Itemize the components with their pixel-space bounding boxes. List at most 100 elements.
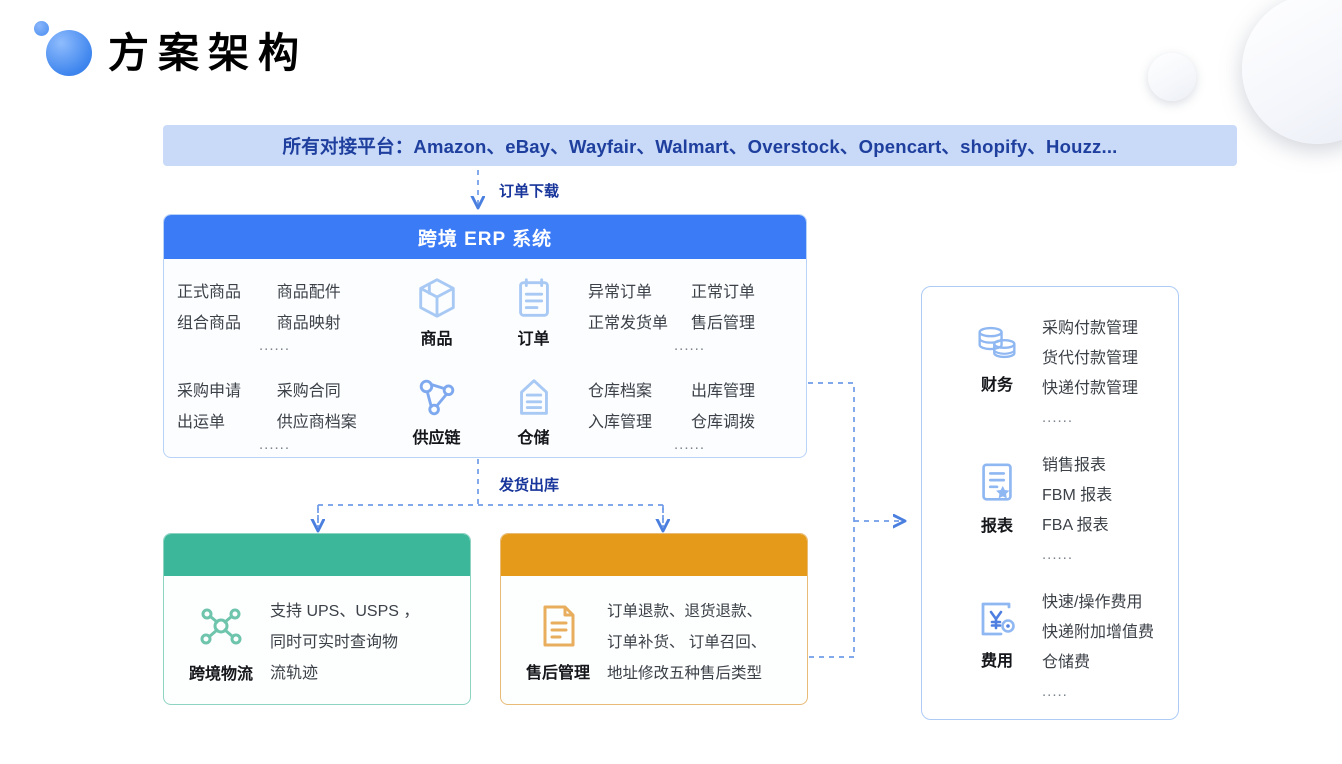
erp-card-header: 跨境 ERP 系统	[164, 215, 806, 259]
fees-icon-group: 费用	[962, 587, 1032, 671]
warehouse-document-icon	[519, 379, 548, 415]
erp-item: 正式商品	[177, 284, 242, 301]
erp-icon-label: 商品	[420, 331, 453, 348]
reports-ellipsis: ......	[1042, 546, 1074, 563]
erp-text-pair: 异常订单 正常订单	[588, 277, 806, 308]
decorative-circle-large	[1242, 0, 1342, 144]
erp-system-card: 跨境 ERP 系统 正式商品 商品配件 组合商品 商品映射 ......	[163, 214, 807, 458]
erp-text-pair: 出运单 供应商档案	[177, 407, 388, 438]
erp-text-pair: 入库管理 仓库调拨	[588, 407, 806, 438]
reports-section: 报表 销售报表 FBM 报表 FBA 报表 ......	[922, 450, 1178, 569]
supply-chain-network-icon	[419, 379, 454, 416]
erp-item: 仓库调拨	[691, 414, 756, 431]
erp-row: 采购申请 采购合同 出运单 供应商档案 ......	[164, 358, 806, 457]
reports-items: 销售报表 FBM 报表 FBA 报表 ......	[1032, 450, 1112, 569]
desc-line: 地址修改五种售后类型	[607, 664, 763, 682]
erp-ellipsis: ......	[259, 337, 291, 354]
title-dot-large-icon	[46, 30, 92, 76]
erp-item: 商品配件	[276, 284, 341, 301]
desc-line: 同时可实时查询物	[270, 633, 399, 651]
aftersale-document-icon	[543, 605, 575, 647]
erp-item: 出库管理	[691, 383, 756, 400]
logistics-icon-group: 跨境物流	[178, 600, 264, 684]
platform-banner-text: 所有对接平台：Amazon、eBay、Wayfair、Walmart、Overs…	[282, 135, 1118, 157]
fees-label: 费用	[980, 653, 1013, 670]
title-dot-small-icon	[34, 21, 49, 36]
aftersale-card: 售后管理 订单退款、退货退款、 订单补货、 订单召回、 地址修改五种售后类型	[500, 533, 808, 705]
finance-reports-fees-panel: 财务 采购付款管理 货代付款管理 快递付款管理 ...... 报表 销售报表 F	[921, 286, 1179, 720]
erp-item: 正常订单	[691, 284, 756, 301]
erp-text-pair: 组合商品 商品映射	[177, 308, 388, 339]
logistics-card-description: 支持 UPS、USPS ， 同时可实时查询物 流轨迹	[264, 596, 419, 689]
logistics-network-icon	[200, 608, 242, 645]
report-document-icon	[982, 463, 1012, 501]
finance-section: 财务 采购付款管理 货代付款管理 快递付款管理 ......	[922, 313, 1178, 432]
desc-line: 流轨迹	[270, 664, 319, 682]
desc-line: 支持 UPS、USPS ，	[270, 602, 420, 620]
logistics-card-header	[164, 534, 470, 576]
logistics-card: 跨境物流 支持 UPS、USPS ， 同时可实时查询物 流轨迹	[163, 533, 471, 705]
erp-text-pair: 仓库档案 出库管理	[588, 376, 806, 407]
fee-item: 快速/操作费用	[1042, 594, 1143, 611]
logistics-card-body: 跨境物流 支持 UPS、USPS ， 同时可实时查询物 流轨迹	[164, 576, 470, 704]
decorative-circle-small	[1148, 53, 1196, 101]
fees-ellipsis: .....	[1042, 683, 1068, 700]
fees-section: 费用 快速/操作费用 快递附加增值费 仓储费 .....	[922, 587, 1178, 706]
erp-icon-warehouse: 仓储	[485, 358, 582, 448]
erp-icon-goods: 商品	[388, 259, 485, 349]
erp-icon-supply-chain: 供应链	[388, 358, 485, 448]
finance-item: 快递付款管理	[1042, 380, 1139, 397]
aftersale-card-body: 售后管理 订单退款、退货退款、 订单补货、 订单召回、 地址修改五种售后类型	[501, 576, 807, 704]
erp-item: 正常发货单	[588, 315, 669, 332]
erp-text-pair: 采购申请 采购合同	[177, 376, 388, 407]
erp-item: 采购申请	[177, 383, 242, 400]
aftersale-icon-group: 售后管理	[515, 601, 601, 683]
finance-ellipsis: ......	[1042, 409, 1074, 426]
erp-item: 采购合同	[276, 383, 341, 400]
erp-row2-right-column: 仓库档案 出库管理 入库管理 仓库调拨 ......	[582, 358, 806, 453]
platform-banner: 所有对接平台：Amazon、eBay、Wayfair、Walmart、Overs…	[163, 125, 1237, 166]
erp-icon-label: 仓储	[517, 430, 550, 447]
fee-item: 仓储费	[1042, 654, 1091, 671]
connector-right-bus	[808, 382, 855, 658]
aftersale-card-header	[501, 534, 807, 576]
fee-item: 快递附加增值费	[1042, 624, 1155, 641]
erp-ellipsis: ......	[674, 436, 706, 453]
report-item: FBA 报表	[1042, 517, 1109, 534]
erp-text-pair: 正式商品 商品配件	[177, 277, 388, 308]
finance-item: 货代付款管理	[1042, 350, 1139, 367]
erp-item: 入库管理	[588, 414, 653, 431]
erp-item: 异常订单	[588, 284, 653, 301]
logistics-card-label: 跨境物流	[188, 666, 253, 683]
fees-items: 快速/操作费用 快递附加增值费 仓储费 .....	[1032, 587, 1154, 706]
clipboard-icon	[518, 278, 549, 317]
coins-icon	[978, 326, 1016, 359]
report-item: FBM 报表	[1042, 487, 1113, 504]
erp-card-body: 正式商品 商品配件 组合商品 商品映射 ......	[164, 259, 806, 457]
erp-row1-left-column: 正式商品 商品配件 组合商品 商品映射 ......	[164, 259, 388, 354]
erp-card-title: 跨境 ERP 系统	[417, 228, 553, 250]
aftersale-card-description: 订单退款、退货退款、 订单补货、 订单召回、 地址修改五种售后类型	[601, 596, 766, 689]
erp-row2-left-column: 采购申请 采购合同 出运单 供应商档案 ......	[164, 358, 388, 453]
order-download-label: 订单下载	[499, 183, 560, 200]
erp-ellipsis: ......	[674, 337, 706, 354]
page-title: 方案架构	[108, 29, 308, 76]
erp-icon-order: 订单	[485, 259, 582, 349]
erp-item: 商品映射	[276, 315, 341, 332]
erp-item: 供应商档案	[276, 414, 357, 431]
erp-ellipsis: ......	[259, 436, 291, 453]
aftersale-card-label: 售后管理	[525, 665, 590, 682]
report-item: 销售报表	[1042, 457, 1107, 474]
finance-items: 采购付款管理 货代付款管理 快递付款管理 ......	[1032, 313, 1138, 432]
erp-row: 正式商品 商品配件 组合商品 商品映射 ......	[164, 259, 806, 358]
desc-line: 订单退款、退货退款、	[607, 602, 763, 620]
connector-ship-out-bus	[317, 459, 664, 527]
finance-icon-group: 财务	[962, 313, 1032, 395]
erp-row1-right-column: 异常订单 正常订单 正常发货单 售后管理 ......	[582, 259, 806, 354]
erp-icon-label: 供应链	[412, 430, 461, 447]
reports-label: 报表	[980, 518, 1013, 535]
erp-icon-label: 订单	[517, 331, 550, 348]
erp-item: 组合商品	[177, 315, 242, 332]
box-icon	[418, 278, 455, 318]
